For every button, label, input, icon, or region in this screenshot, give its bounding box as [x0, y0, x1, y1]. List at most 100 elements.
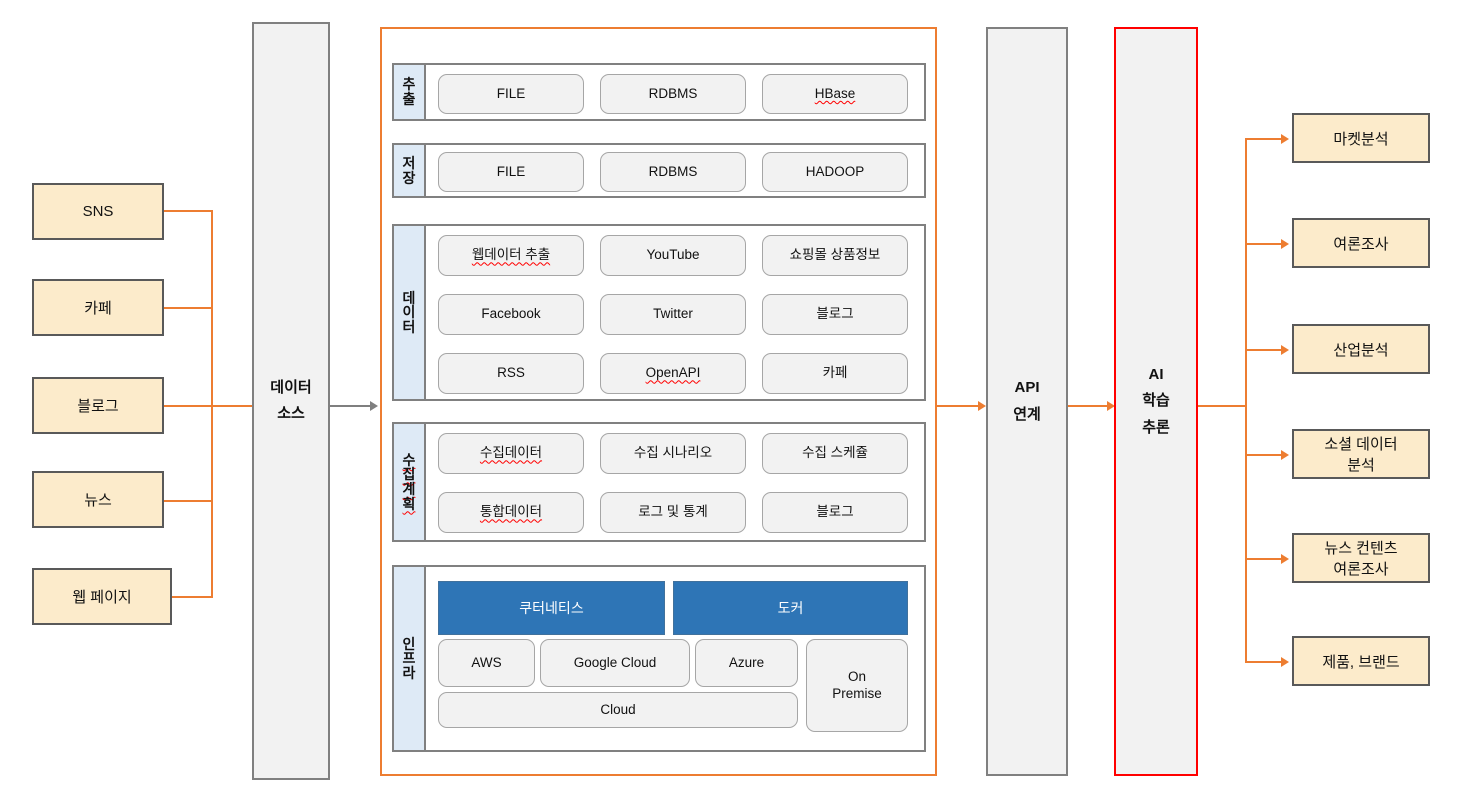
pillar-api-integration[interactable]: API 연계	[986, 27, 1068, 776]
pill-plan-collected-data[interactable]: 수집데이터	[438, 433, 584, 474]
band-label-char: 인	[402, 635, 416, 652]
output-box-market-analysis[interactable]: 마켓분석	[1292, 113, 1430, 163]
pill-label: Twitter	[653, 306, 693, 322]
pill-label: 카페	[822, 365, 848, 381]
pill-store-hadoop[interactable]: HADOOP	[762, 152, 908, 192]
output-label: 뉴스 컨텐츠 여론조사	[1324, 540, 1398, 578]
output-label: 소셜 데이터 분석	[1324, 436, 1398, 474]
connector-output-6	[1245, 661, 1285, 663]
pill-label: 블로그	[816, 306, 854, 322]
output-box-public-opinion[interactable]: 여론조사	[1292, 218, 1430, 268]
connector-panel-to-api	[937, 405, 983, 407]
band-data: 데 이 터 웹데이터 추출 YouTube 쇼핑몰 상품정보 Facebook …	[392, 224, 926, 401]
pill-infra-kubernetes[interactable]: 쿠터네티스	[438, 581, 665, 635]
pill-label: Azure	[728, 654, 765, 670]
output-label: 산업분석	[1333, 341, 1389, 359]
pill-store-rdbms[interactable]: RDBMS	[600, 152, 746, 192]
band-label-char: 라	[402, 664, 416, 681]
arrow-output-2	[1281, 239, 1289, 249]
arrow-output-1	[1281, 134, 1289, 144]
pill-plan-log-stats[interactable]: 로그 및 통계	[600, 492, 746, 533]
source-box-sns[interactable]: SNS	[32, 183, 164, 240]
band-label-extract: 추 출	[394, 65, 426, 119]
pillar-line-2: 소스	[277, 405, 305, 422]
pill-data-youtube[interactable]: YouTube	[600, 235, 746, 276]
pill-label: AWS	[471, 654, 502, 670]
pillar-line-2: 연계	[1013, 405, 1041, 423]
pillar-data-source[interactable]: 데이터 소스	[252, 22, 330, 780]
connector-output-4	[1245, 454, 1285, 456]
band-label-char: 데	[402, 289, 416, 306]
arrow-output-4	[1281, 450, 1289, 460]
pill-data-facebook[interactable]: Facebook	[438, 294, 584, 335]
connector-output-bus-vertical	[1245, 138, 1247, 661]
pill-plan-scenario[interactable]: 수집 시나리오	[600, 433, 746, 474]
band-label-store: 저 장	[394, 145, 426, 196]
arrow-panel-to-api	[978, 401, 986, 411]
band-label-collection-plan: 수 집 계 획	[394, 424, 426, 540]
pill-data-web-extraction[interactable]: 웹데이터 추출	[438, 235, 584, 276]
output-box-product-brand[interactable]: 제품, 브랜드	[1292, 636, 1430, 686]
band-extract: 추 출 FILE RDBMS HBase	[392, 63, 926, 121]
band-body-store: FILE RDBMS HADOOP	[426, 145, 924, 196]
band-label-infra: 인 프 라	[394, 567, 426, 750]
source-box-cafe[interactable]: 카페	[32, 279, 164, 336]
arrow-output-3	[1281, 345, 1289, 355]
pill-data-openapi[interactable]: OpenAPI	[600, 353, 746, 394]
connector-webpage-horizontal	[172, 596, 213, 598]
pill-plan-integrated-data[interactable]: 통합데이터	[438, 492, 584, 533]
output-box-social-data-analysis[interactable]: 소셜 데이터 분석	[1292, 429, 1430, 479]
pillar-line-1: AI	[1148, 366, 1164, 384]
pill-infra-cloud[interactable]: Cloud	[438, 692, 798, 728]
pill-label: OpenAPI	[645, 365, 701, 381]
pill-infra-docker[interactable]: 도커	[673, 581, 908, 635]
source-label: SNS	[82, 203, 114, 220]
pill-extract-hbase[interactable]: HBase	[762, 74, 908, 114]
connector-output-1	[1245, 138, 1285, 140]
connector-output-2	[1245, 243, 1285, 245]
source-label: 블로그	[77, 398, 119, 415]
pill-extract-rdbms[interactable]: RDBMS	[600, 74, 746, 114]
pill-label: Facebook	[481, 306, 541, 322]
pill-plan-schedule[interactable]: 수집 스케쥴	[762, 433, 908, 474]
pillar-ai-learning-inference[interactable]: AI 학습 추론	[1114, 27, 1198, 776]
band-label-char: 프	[402, 650, 416, 667]
output-box-industry-analysis[interactable]: 산업분석	[1292, 324, 1430, 374]
pill-label: 도커	[777, 599, 804, 616]
pillar-line-3: 추론	[1142, 418, 1170, 436]
output-label: 마켓분석	[1333, 130, 1389, 148]
pill-label: 블로그	[816, 504, 854, 520]
pill-label: YouTube	[646, 247, 700, 263]
pill-data-twitter[interactable]: Twitter	[600, 294, 746, 335]
pill-plan-blog[interactable]: 블로그	[762, 492, 908, 533]
pill-infra-azure[interactable]: Azure	[695, 639, 798, 687]
pill-data-blog[interactable]: 블로그	[762, 294, 908, 335]
connector-sns-horizontal	[164, 210, 213, 212]
source-box-news[interactable]: 뉴스	[32, 471, 164, 528]
connector-news-horizontal	[164, 500, 213, 502]
pill-data-rss[interactable]: RSS	[438, 353, 584, 394]
pill-label: RSS	[497, 365, 525, 381]
pill-label: 수집 스케쥴	[802, 445, 868, 461]
connector-blog-horizontal	[164, 405, 252, 407]
arrow-datasource-to-panel	[370, 401, 378, 411]
pill-label: On Premise	[832, 669, 882, 701]
connector-output-3	[1245, 349, 1285, 351]
output-label: 여론조사	[1333, 235, 1389, 253]
pill-data-cafe[interactable]: 카페	[762, 353, 908, 394]
pill-infra-google-cloud[interactable]: Google Cloud	[540, 639, 690, 687]
band-label-char: 집	[402, 466, 416, 483]
band-label-char: 계	[402, 481, 416, 497]
pill-infra-on-premise[interactable]: On Premise	[806, 639, 908, 732]
pill-label: FILE	[496, 85, 526, 101]
output-box-news-content-opinion[interactable]: 뉴스 컨텐츠 여론조사	[1292, 533, 1430, 583]
source-box-webpage[interactable]: 웹 페이지	[32, 568, 172, 625]
pill-infra-aws[interactable]: AWS	[438, 639, 535, 687]
output-label: 제품, 브랜드	[1322, 653, 1400, 671]
source-box-blog[interactable]: 블로그	[32, 377, 164, 434]
pill-extract-file[interactable]: FILE	[438, 74, 584, 114]
connector-ai-to-bus	[1198, 405, 1246, 407]
pillar-line-2: 학습	[1142, 392, 1170, 410]
pill-store-file[interactable]: FILE	[438, 152, 584, 192]
pill-data-shopping-mall[interactable]: 쇼핑몰 상품정보	[762, 235, 908, 276]
